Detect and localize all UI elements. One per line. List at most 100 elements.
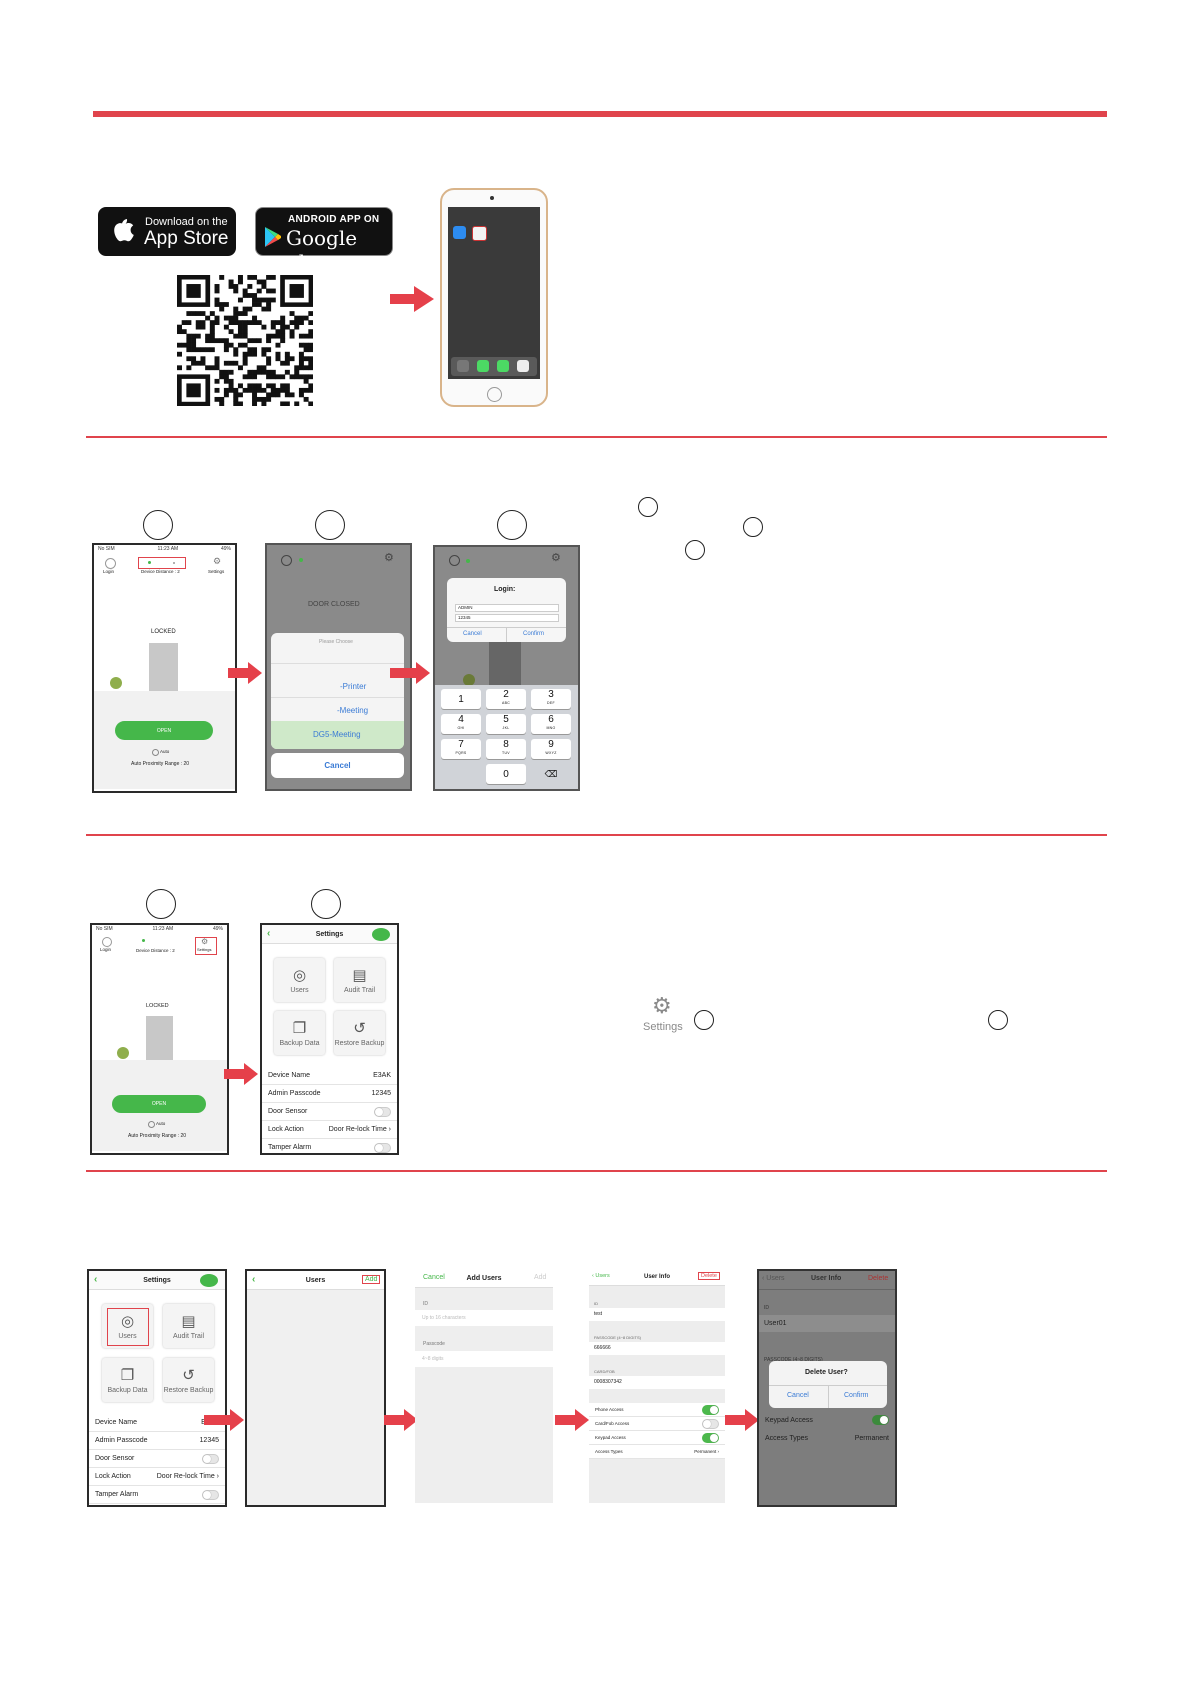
- login-icon[interactable]: [105, 558, 116, 569]
- step-circle: [315, 510, 345, 540]
- keypad-key[interactable]: 1: [441, 689, 481, 709]
- settings-label[interactable]: Settings: [197, 947, 212, 952]
- users-tile[interactable]: ◎Users: [102, 1304, 153, 1348]
- document-icon: ▤: [181, 1313, 196, 1330]
- door-sensor-row: Door Sensor: [89, 1450, 225, 1468]
- audit-trail-tile[interactable]: ▤Audit Trail: [334, 958, 385, 1002]
- id-input[interactable]: Up to 16 characters: [415, 1310, 553, 1326]
- option-printer[interactable]: -Printer: [340, 682, 367, 691]
- auto-radio[interactable]: [148, 1121, 155, 1128]
- delete-cancel-button[interactable]: Cancel: [787, 1392, 809, 1399]
- passcode-input[interactable]: 4~8 digits: [415, 1351, 553, 1367]
- option-dg5-meeting-row[interactable]: DG5-Meeting: [271, 721, 404, 749]
- dock: [451, 357, 537, 376]
- keypad-key[interactable]: 0: [486, 764, 526, 784]
- login-cancel-button[interactable]: Cancel: [463, 631, 482, 637]
- cancel-button[interactable]: Cancel: [271, 753, 404, 778]
- gear-icon[interactable]: ⚙: [213, 556, 222, 566]
- login-label[interactable]: Login: [100, 947, 112, 952]
- username-field[interactable]: ADMIN: [455, 604, 559, 612]
- google-play-badge[interactable]: ANDROID APP ON Google play: [255, 207, 393, 274]
- phone-users-list: Users ‹ Add: [245, 1269, 386, 1507]
- password-field[interactable]: 12345: [455, 614, 559, 622]
- keypad-access-toggle[interactable]: [702, 1432, 719, 1443]
- open-button[interactable]: OPEN: [115, 721, 213, 740]
- settings-label[interactable]: Settings: [208, 569, 225, 574]
- user-info-delete-button[interactable]: Delete: [698, 1272, 720, 1280]
- back-chevron-icon[interactable]: ‹: [267, 928, 271, 939]
- tamper-alarm-row: Tamper Alarm: [262, 1139, 397, 1153]
- audit-trail-tile[interactable]: ▤Audit Trail: [163, 1304, 214, 1348]
- users-tile[interactable]: ◎Users: [274, 958, 325, 1002]
- backspace-key[interactable]: ⌫: [544, 768, 558, 779]
- login-confirm-button[interactable]: Confirm: [523, 631, 545, 637]
- phone-access-toggle[interactable]: [702, 1404, 719, 1415]
- back-chevron-icon[interactable]: ‹: [252, 1274, 256, 1285]
- restore-backup-tile[interactable]: ↺Restore Backup: [334, 1011, 385, 1055]
- user-icon: ◎: [120, 1313, 135, 1330]
- user-card-field[interactable]: 0008307342: [589, 1376, 725, 1389]
- app-store-small-text: Download on the: [145, 216, 228, 228]
- book-icon[interactable]: [200, 1274, 218, 1287]
- id-label: ID: [423, 1301, 428, 1307]
- auto-proximity-range: Auto Proximity Range : 20: [131, 761, 190, 767]
- step-circle: [685, 540, 705, 560]
- auto-radio[interactable]: [152, 749, 159, 756]
- login-icon: [281, 555, 292, 566]
- user-passcode-field[interactable]: 666666: [589, 1342, 725, 1355]
- tamper-alarm-row: Tamper Alarm: [89, 1486, 225, 1504]
- backup-data-tile[interactable]: ❐Backup Data: [274, 1011, 325, 1055]
- step-circle: [311, 889, 341, 919]
- add-user-button[interactable]: Add: [362, 1275, 381, 1284]
- phone-settings-users: Settings ‹ ◎Users ▤Audit Trail ❐Backup D…: [87, 1269, 227, 1507]
- gear-icon[interactable]: ⚙: [201, 937, 209, 946]
- settings-highlight[interactable]: ⚙ Settings: [195, 937, 217, 955]
- door-sensor-toggle[interactable]: [202, 1453, 219, 1464]
- settings-navbar: Settings: [262, 925, 397, 944]
- backup-data-tile[interactable]: ❐Backup Data: [102, 1358, 153, 1402]
- open-button[interactable]: OPEN: [112, 1095, 206, 1113]
- keypad-access-row: Keypad Access: [589, 1431, 725, 1445]
- option-dg5-meeting[interactable]: DG5-Meeting: [313, 730, 361, 739]
- card-access-row: Card/Fob Access: [589, 1417, 725, 1431]
- add-users-add-button[interactable]: Add: [534, 1274, 547, 1281]
- door-sensor-toggle[interactable]: [374, 1106, 391, 1117]
- option-meeting[interactable]: -Meeting: [337, 706, 369, 715]
- tamper-alarm-toggle[interactable]: [202, 1489, 219, 1500]
- user-id-field[interactable]: test: [589, 1308, 725, 1321]
- restore-backup-tile[interactable]: ↺Restore Backup: [163, 1358, 214, 1402]
- section-divider-1: [86, 436, 1107, 438]
- login-icon[interactable]: [102, 937, 112, 947]
- step-circle: [743, 517, 763, 537]
- user-info-back-button[interactable]: ‹ Users: [592, 1273, 610, 1279]
- tamper-alarm-toggle[interactable]: [374, 1142, 391, 1153]
- login-label[interactable]: Login: [103, 569, 115, 574]
- book-icon[interactable]: [372, 928, 390, 941]
- door-image: [149, 643, 178, 691]
- back-chevron-icon[interactable]: ‹: [94, 1274, 98, 1285]
- app-store-badge[interactable]: Download on the App Store: [98, 207, 236, 256]
- step-circle: [694, 1010, 714, 1030]
- card-access-toggle[interactable]: [702, 1418, 719, 1429]
- add-users-cancel-button[interactable]: Cancel: [423, 1274, 445, 1281]
- phone-screen: [448, 207, 540, 379]
- lock-app-icon: [472, 226, 487, 241]
- delete-confirm-button[interactable]: Confirm: [844, 1392, 869, 1399]
